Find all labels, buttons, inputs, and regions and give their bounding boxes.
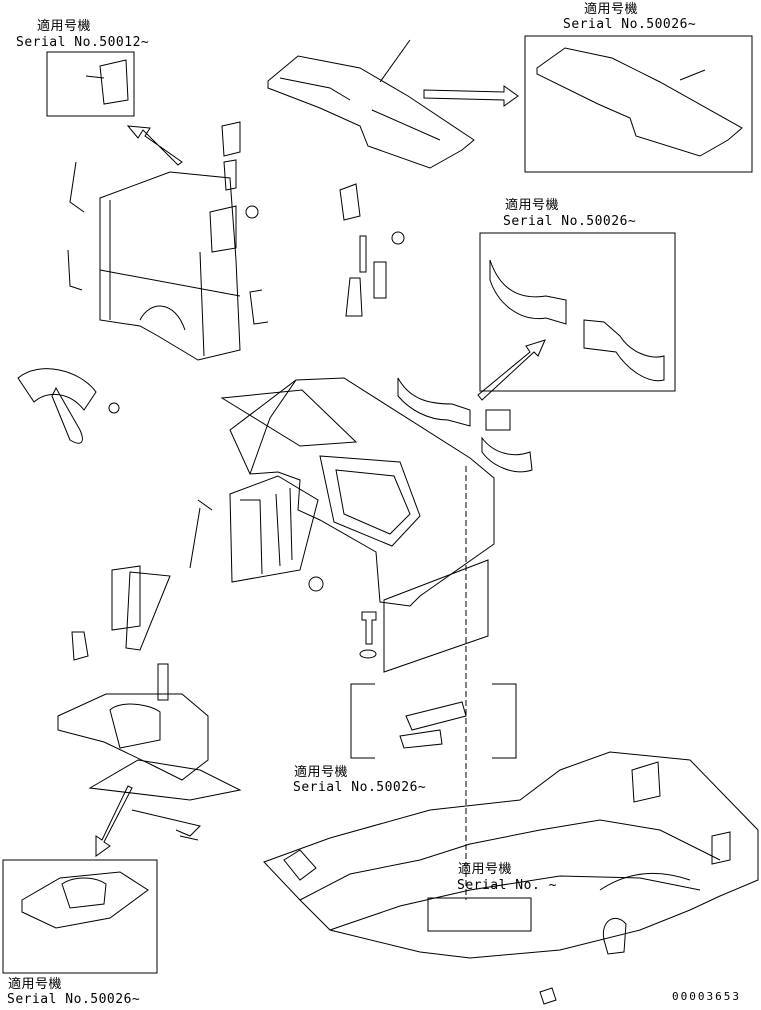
applies-to-label: 適用号機 (584, 2, 639, 17)
inset-box-bottom-left (2, 859, 158, 974)
serial-number-label: Serial No.50026~ (7, 992, 141, 1007)
inset-plate-top-right (536, 47, 743, 157)
bolt (361, 611, 377, 645)
arrow-upper-left (126, 125, 183, 166)
serial-number-label: Serial No.50026~ (503, 214, 637, 229)
serial-number-label: Serial No.50012~ (16, 35, 150, 50)
arrow-down-left (95, 785, 133, 857)
drawing-part-number: 00003653 (672, 990, 741, 1003)
tray-assembly (57, 693, 209, 781)
inset-box-top-right (524, 35, 753, 173)
serial-number-label: Serial No. ~ (457, 878, 557, 893)
cab-hatch-lid (220, 389, 358, 447)
serial-number-label: Serial No.50026~ (293, 780, 427, 795)
cab-body (229, 377, 495, 607)
arrow-to-top-right (423, 85, 519, 107)
serial-number-label: Serial No.50026~ (563, 17, 697, 32)
machine-frame (263, 751, 759, 959)
washer (359, 649, 377, 659)
applies-to-label: 適用号機 (37, 19, 92, 34)
inset-box-right-middle (479, 232, 676, 392)
applies-to-label: 適用号機 (8, 977, 63, 992)
inset-box-top-left (46, 51, 135, 117)
handle-bracket-1 (69, 161, 85, 213)
handle-bracket-3 (249, 289, 269, 325)
inset-bracket-center (350, 683, 517, 759)
applies-to-label: 適用号機 (294, 765, 349, 780)
inset-box-frame-detail (427, 897, 532, 932)
fender-panel (17, 368, 97, 411)
wire-harness (131, 809, 201, 837)
cab-window-frame (319, 455, 421, 547)
rear-wall-panel (99, 171, 241, 361)
side-cover-panel (383, 559, 489, 673)
applies-to-label: 適用号機 (458, 862, 513, 877)
arrow-to-right-middle (477, 339, 546, 401)
cab-door-panel (229, 475, 319, 583)
handle-bracket-2 (67, 249, 83, 291)
floor-plate (267, 55, 475, 169)
applies-to-label: 適用号機 (505, 198, 560, 213)
